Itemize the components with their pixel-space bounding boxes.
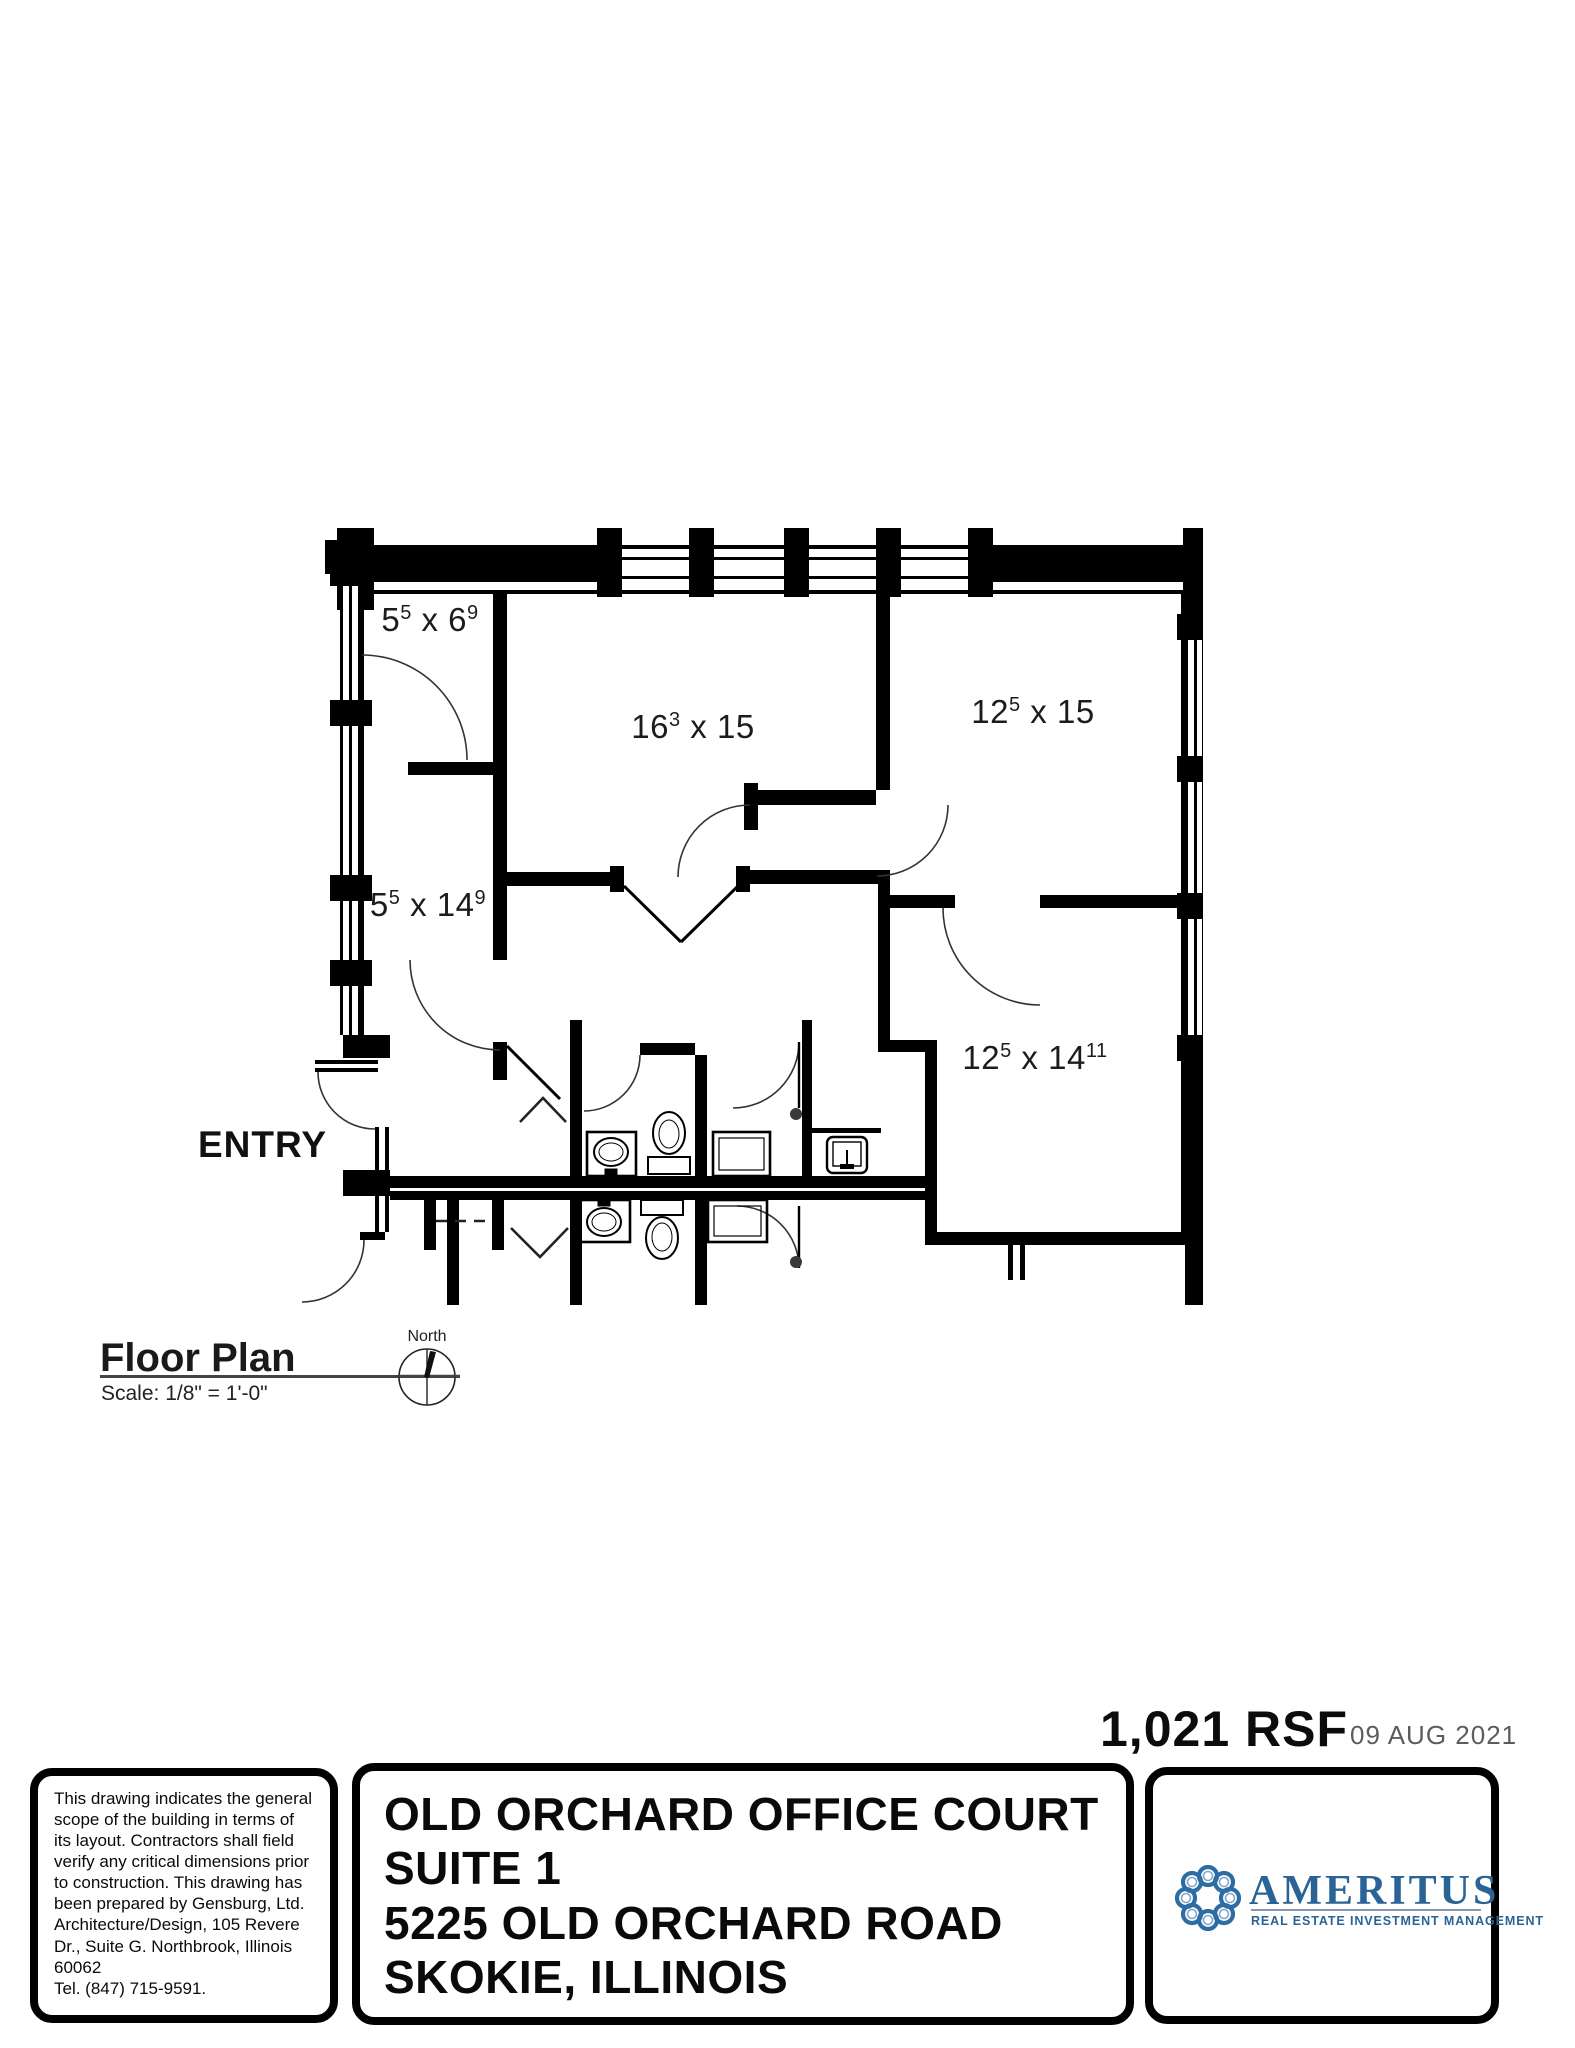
sink-icon bbox=[585, 1130, 638, 1178]
door-knob-icon bbox=[790, 1108, 802, 1268]
fountain-icon bbox=[825, 1135, 869, 1175]
north-arrow-icon bbox=[398, 1348, 460, 1406]
shower-icon bbox=[711, 1130, 772, 1178]
interior-walls bbox=[315, 594, 1203, 1305]
window-strips bbox=[330, 560, 1203, 1061]
north-label: North bbox=[407, 1328, 447, 1345]
room-label-closet: 55 x 69 bbox=[381, 601, 479, 638]
project-address: OLD ORCHARD OFFICE COURT SUITE 1 5225 OL… bbox=[384, 1788, 1099, 2003]
date-value: 09 AUG 2021 bbox=[1350, 1720, 1518, 1750]
project-box: OLD ORCHARD OFFICE COURT SUITE 1 5225 OL… bbox=[352, 1763, 1134, 2025]
door-leaves bbox=[505, 884, 801, 1268]
sink-icon bbox=[576, 1198, 632, 1244]
disclaimer-text: This drawing indicates the general scope… bbox=[54, 1789, 312, 1998]
ameritus-wordmark: AMERITUS bbox=[1249, 1868, 1500, 1914]
shower-icon bbox=[706, 1198, 769, 1244]
floor-plan-drawing bbox=[301, 528, 1203, 1305]
room-label-office-3: 125 x 1411 bbox=[962, 1039, 1108, 1076]
toilet-icon bbox=[640, 1199, 684, 1260]
disclaimer-box: This drawing indicates the general scope… bbox=[30, 1768, 338, 2023]
ameritus-tagline: REAL ESTATE INVESTMENT MANAGEMENT bbox=[1251, 1914, 1544, 1928]
ameritus-emblem-icon bbox=[1175, 1865, 1241, 1931]
logo-box: AMERITUS REAL ESTATE INVESTMENT MANAGEME… bbox=[1145, 1767, 1543, 2024]
entry-label: ENTRY bbox=[198, 1124, 328, 1165]
bath-fixtures bbox=[576, 1111, 869, 1260]
room-label-hall: 55 x 149 bbox=[369, 886, 487, 923]
title-underline bbox=[100, 1375, 460, 1378]
drawing-title: Floor Plan bbox=[100, 1336, 296, 1380]
drawing-scale: Scale: 1/8" = 1'-0" bbox=[101, 1382, 268, 1405]
plan-symbols bbox=[436, 1096, 569, 1259]
room-label-office-2: 125 x 15 bbox=[971, 693, 1095, 730]
toilet-icon bbox=[647, 1111, 691, 1175]
room-label-office-1: 163 x 15 bbox=[631, 708, 755, 745]
area-value: 1,021 RSF bbox=[1100, 1701, 1349, 1757]
logo-divider bbox=[1251, 1909, 1481, 1911]
